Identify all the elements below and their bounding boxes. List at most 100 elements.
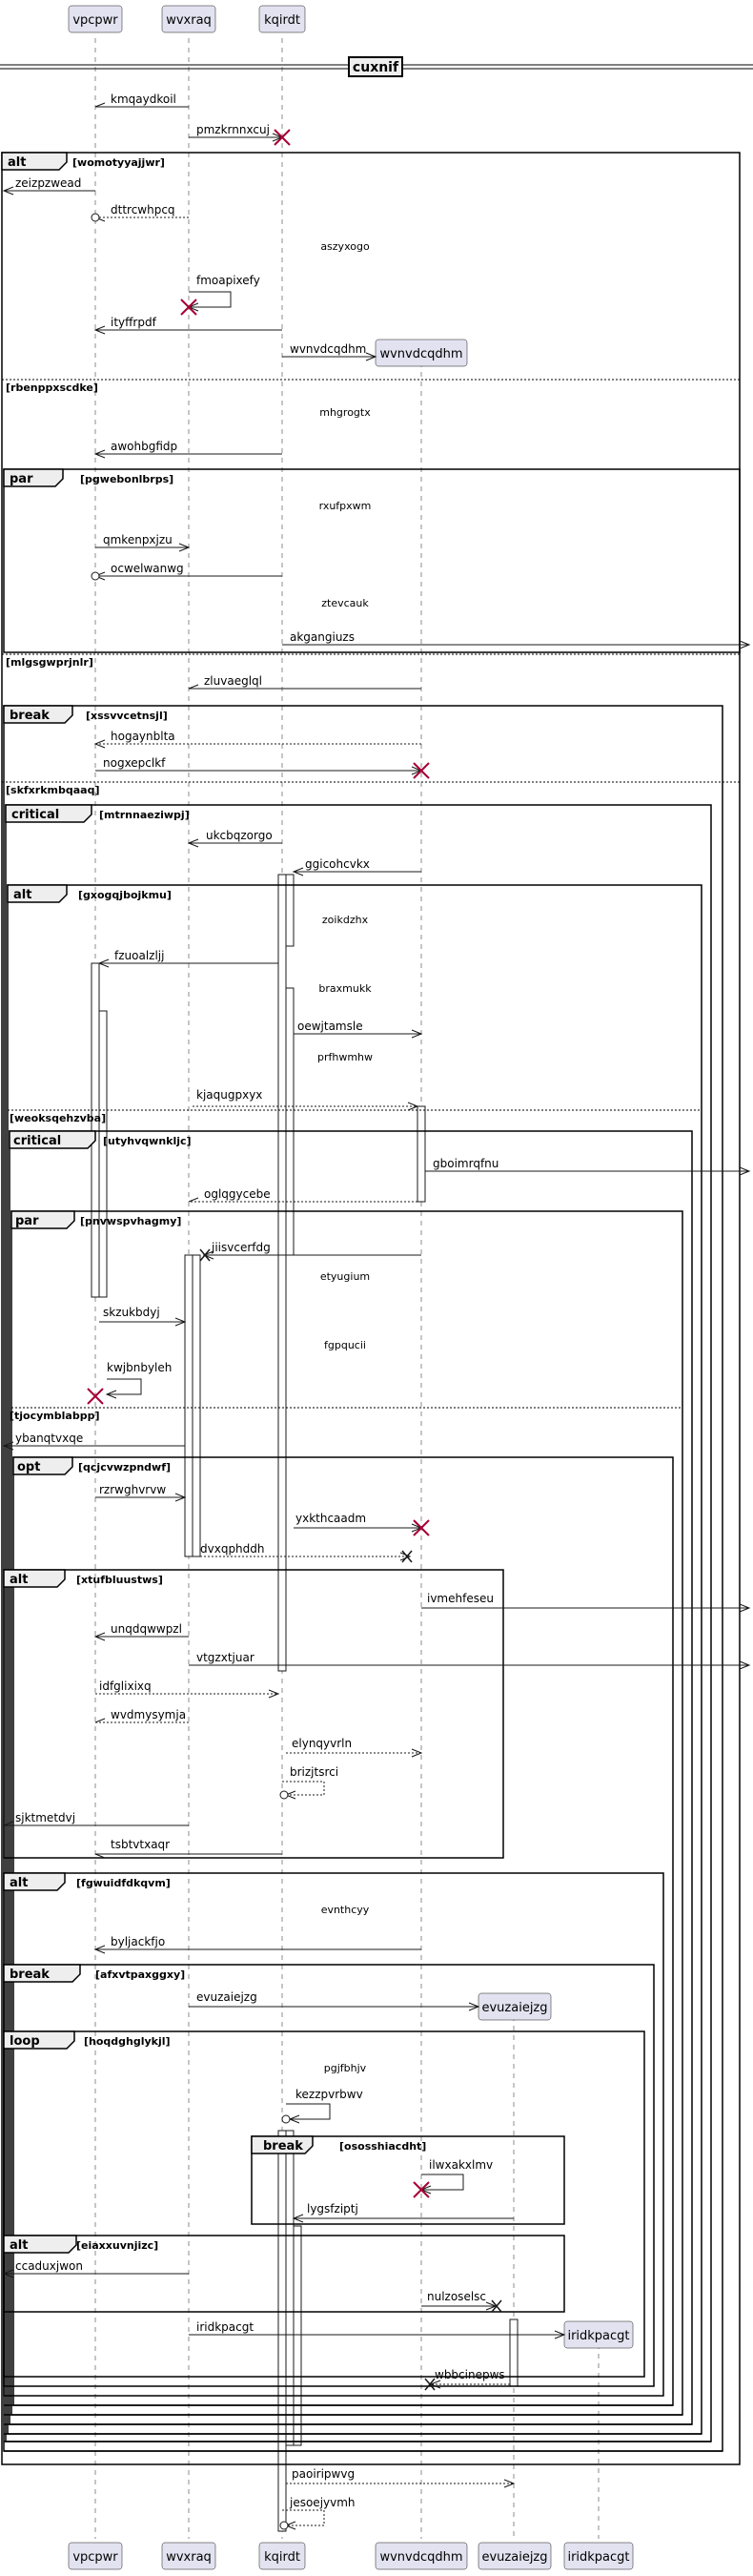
note-9: fgpqucii <box>324 1339 366 1351</box>
svg-text:ocwelwanwg: ocwelwanwg <box>111 562 184 575</box>
svg-text:tsbtvtxaqr: tsbtvtxaqr <box>111 1838 170 1851</box>
activation-kqirdt <box>277 874 287 1672</box>
participant-wvxraq-top[interactable]: wvxraq <box>161 5 216 33</box>
svg-text:pmzkrnnxcuj: pmzkrnnxcuj <box>196 123 270 136</box>
svg-text:[pgwebonlbrps]: [pgwebonlbrps] <box>80 473 173 485</box>
svg-text:cuxnif: cuxnif <box>353 60 399 75</box>
svg-text:wvnvdcqdhm: wvnvdcqdhm <box>379 2550 462 2565</box>
activation-kqirdt-3 <box>285 987 295 1256</box>
participant-wvnvdcqdhm-created[interactable]: wvnvdcqdhm <box>375 339 468 367</box>
svg-text:evuzaiejzg: evuzaiejzg <box>481 2001 547 2015</box>
svg-text:vtgzxtjuar: vtgzxtjuar <box>196 1651 254 1664</box>
destroy-wvnvdcqdhm-1-icon <box>413 762 430 779</box>
participant-evuzaiejzg-bottom[interactable]: evuzaiejzg <box>478 2542 552 2570</box>
note-2: mhgrogtx <box>319 406 371 419</box>
note-11: pgjfbhjv <box>324 2062 367 2074</box>
svg-text:zluvaeglql: zluvaeglql <box>204 674 262 688</box>
participant-kqirdt-bottom[interactable]: kqirdt <box>258 2542 306 2570</box>
svg-text:kezzpvrbwv: kezzpvrbwv <box>295 2088 363 2101</box>
svg-text:ityffrpdf: ityffrpdf <box>111 316 157 329</box>
svg-text:qmkenpxjzu: qmkenpxjzu <box>103 533 173 546</box>
fragment-alt-fgwuidfdkqvm <box>3 1872 664 2397</box>
svg-text:ilwxakxlmv: ilwxakxlmv <box>429 2158 493 2172</box>
activation-kqirdt-2 <box>285 874 295 947</box>
svg-text:iridkpacgt: iridkpacgt <box>196 2320 254 2334</box>
svg-text:wvxraq: wvxraq <box>166 13 212 28</box>
svg-text:break: break <box>10 709 50 723</box>
note-10: evnthcyy <box>321 1904 370 1916</box>
svg-text:[tjocymblabpp]: [tjocymblabpp] <box>10 1410 99 1422</box>
lost-x-2-icon <box>401 1550 413 1563</box>
svg-text:zeizpzwead: zeizpzwead <box>15 176 81 190</box>
svg-text:break: break <box>263 2139 303 2154</box>
svg-text:iridkpacgt: iridkpacgt <box>567 2550 629 2565</box>
svg-text:[afxvtpaxggxy]: [afxvtpaxggxy] <box>95 1968 185 1981</box>
participant-iridkpacgt-created[interactable]: iridkpacgt <box>563 2320 634 2349</box>
fragment-loop-hoqdghglykjl <box>3 2030 645 2378</box>
message-41 <box>421 2174 464 2191</box>
svg-text:kqirdt: kqirdt <box>264 13 300 28</box>
svg-text:kjaqugpxyx: kjaqugpxyx <box>196 1088 262 1102</box>
svg-text:[womotyyajjwr]: [womotyyajjwr] <box>72 156 165 169</box>
note-6: braxmukk <box>318 982 372 995</box>
participant-iridkpacgt-bottom[interactable]: iridkpacgt <box>563 2542 634 2570</box>
note-5: zoikdzhx <box>322 914 369 926</box>
svg-text:ivmehfeseu: ivmehfeseu <box>427 1592 494 1605</box>
participant-wvxraq-bottom[interactable]: wvxraq <box>161 2542 216 2570</box>
destroy-vpcpwr-1-icon <box>87 1388 104 1405</box>
destroy-wvnvdcqdhm-2-icon <box>413 1519 430 1536</box>
svg-text:jiisvcerfdg: jiisvcerfdg <box>211 1241 271 1254</box>
svg-text:akgangiuzs: akgangiuzs <box>290 630 355 644</box>
activation-vpcpwr <box>91 962 100 1298</box>
message-35 <box>282 1781 325 1796</box>
svg-text:wvnvdcqdhm: wvnvdcqdhm <box>290 342 366 356</box>
activation-wvxraq <box>184 1254 193 1557</box>
svg-text:[rbenppxscdke]: [rbenppxscdke] <box>6 381 98 394</box>
svg-text:[xssvvcetnsjl]: [xssvvcetnsjl] <box>86 710 168 722</box>
participant-vpcpwr-top[interactable]: vpcpwr <box>68 5 123 33</box>
svg-text:par: par <box>15 1214 39 1228</box>
svg-text:wvnvdcqdhm: wvnvdcqdhm <box>379 347 462 361</box>
svg-text:lygsfziptj: lygsfziptj <box>307 2202 358 2215</box>
svg-text:[utyhvqwnkljc]: [utyhvqwnkljc] <box>103 1135 192 1147</box>
svg-text:[gxogqjbojkmu]: [gxogqjbojkmu] <box>78 889 172 901</box>
lost-x-4-icon <box>424 2378 436 2391</box>
svg-text:awohbgfidp: awohbgfidp <box>111 440 177 453</box>
svg-text:oglqgycebe: oglqgycebe <box>204 1187 271 1201</box>
svg-text:[qcjcvwzpndwf]: [qcjcvwzpndwf] <box>78 1461 171 1473</box>
activation-vpcpwr-2 <box>98 1010 108 1298</box>
svg-text:wbbcinepws: wbbcinepws <box>435 2368 505 2381</box>
svg-text:critical: critical <box>11 808 59 822</box>
svg-text:nogxepclkf: nogxepclkf <box>103 756 166 770</box>
participant-wvnvdcqdhm-bottom[interactable]: wvnvdcqdhm <box>375 2542 468 2570</box>
fragment-break-ososshiacdht <box>251 2135 565 2225</box>
svg-text:elynqyvrln: elynqyvrln <box>292 1737 352 1750</box>
svg-text:fmoapixefy: fmoapixefy <box>196 274 260 287</box>
svg-text:wvxraq: wvxraq <box>166 2550 212 2565</box>
svg-text:skzukbdyj: skzukbdyj <box>103 1306 160 1319</box>
message-5 <box>189 291 232 308</box>
svg-text:[weoksqehzvba]: [weoksqehzvba] <box>10 1112 106 1124</box>
svg-text:dttrcwhpcq: dttrcwhpcq <box>111 203 175 216</box>
svg-text:wvdmysymja: wvdmysymja <box>111 1708 186 1721</box>
note-3: rxufpxwm <box>319 500 372 512</box>
svg-text:opt: opt <box>17 1460 40 1474</box>
svg-text:evuzaiejzg: evuzaiejzg <box>196 1990 257 2004</box>
note-1: aszyxogo <box>320 240 370 253</box>
participant-kqirdt-top[interactable]: kqirdt <box>258 5 306 33</box>
fragment-alt-xtufbluustws <box>3 1569 504 1859</box>
participant-vpcpwr-bottom[interactable]: vpcpwr <box>68 2542 123 2570</box>
svg-text:break: break <box>10 1968 50 1982</box>
svg-text:[mtrnnaeziwpj]: [mtrnnaeziwpj] <box>99 809 190 821</box>
fragment-par-pgwebonlbrps <box>3 468 741 653</box>
svg-text:loop: loop <box>10 2034 40 2049</box>
destroy-wvnvdcqdhm-3-icon <box>413 2181 430 2198</box>
svg-text:[skfxrkmbqaaq]: [skfxrkmbqaaq] <box>6 784 99 796</box>
participant-evuzaiejzg-created[interactable]: evuzaiejzg <box>478 1992 552 2021</box>
svg-text:alt: alt <box>13 888 31 902</box>
svg-text:[xtufbluustws]: [xtufbluustws] <box>76 1574 163 1586</box>
destroy-kqirdt-1-icon <box>274 129 291 146</box>
svg-text:paoiripwvg: paoiripwvg <box>292 2467 355 2481</box>
fragment-critical-utyhvqwnkljc <box>9 1130 693 2425</box>
svg-text:[pnvwspvhagmy]: [pnvwspvhagmy] <box>80 1215 181 1227</box>
